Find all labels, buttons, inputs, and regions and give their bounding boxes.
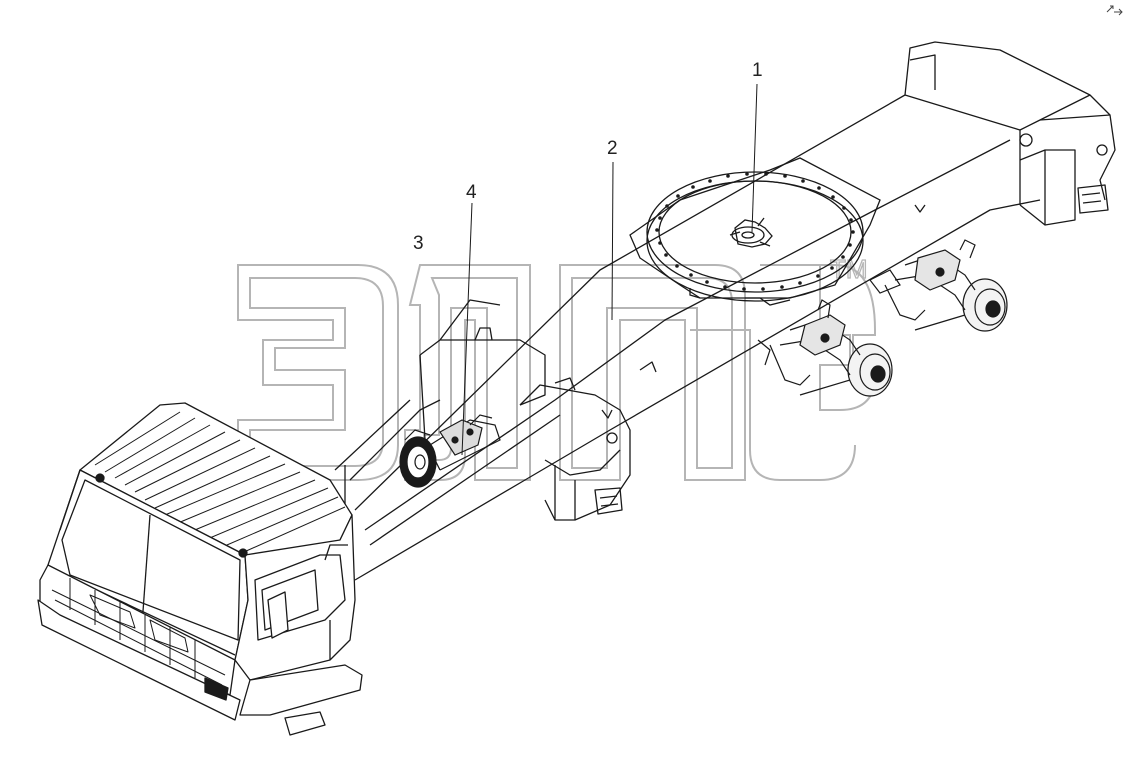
ring-bolt-holes [655,172,855,291]
leader-4 [461,202,473,456]
turntable-ring [629,157,881,306]
truck-cab [37,402,363,736]
leader-1 [751,83,758,233]
leader-2 [611,161,614,321]
callout-label-1: 1 [752,60,763,81]
corner-orientation-mark [1106,5,1123,16]
callout-label-2: 2 [607,138,618,159]
callout-leaders [461,83,758,456]
trademark-mark: TM [830,254,868,284]
rear-axle-2 [869,239,1008,332]
front-axle [399,414,501,488]
callout-label-3: 3 [413,233,424,254]
rear-axle-1 [757,299,893,397]
callout-label-4: 4 [466,182,477,203]
watermark-logo [237,264,876,481]
